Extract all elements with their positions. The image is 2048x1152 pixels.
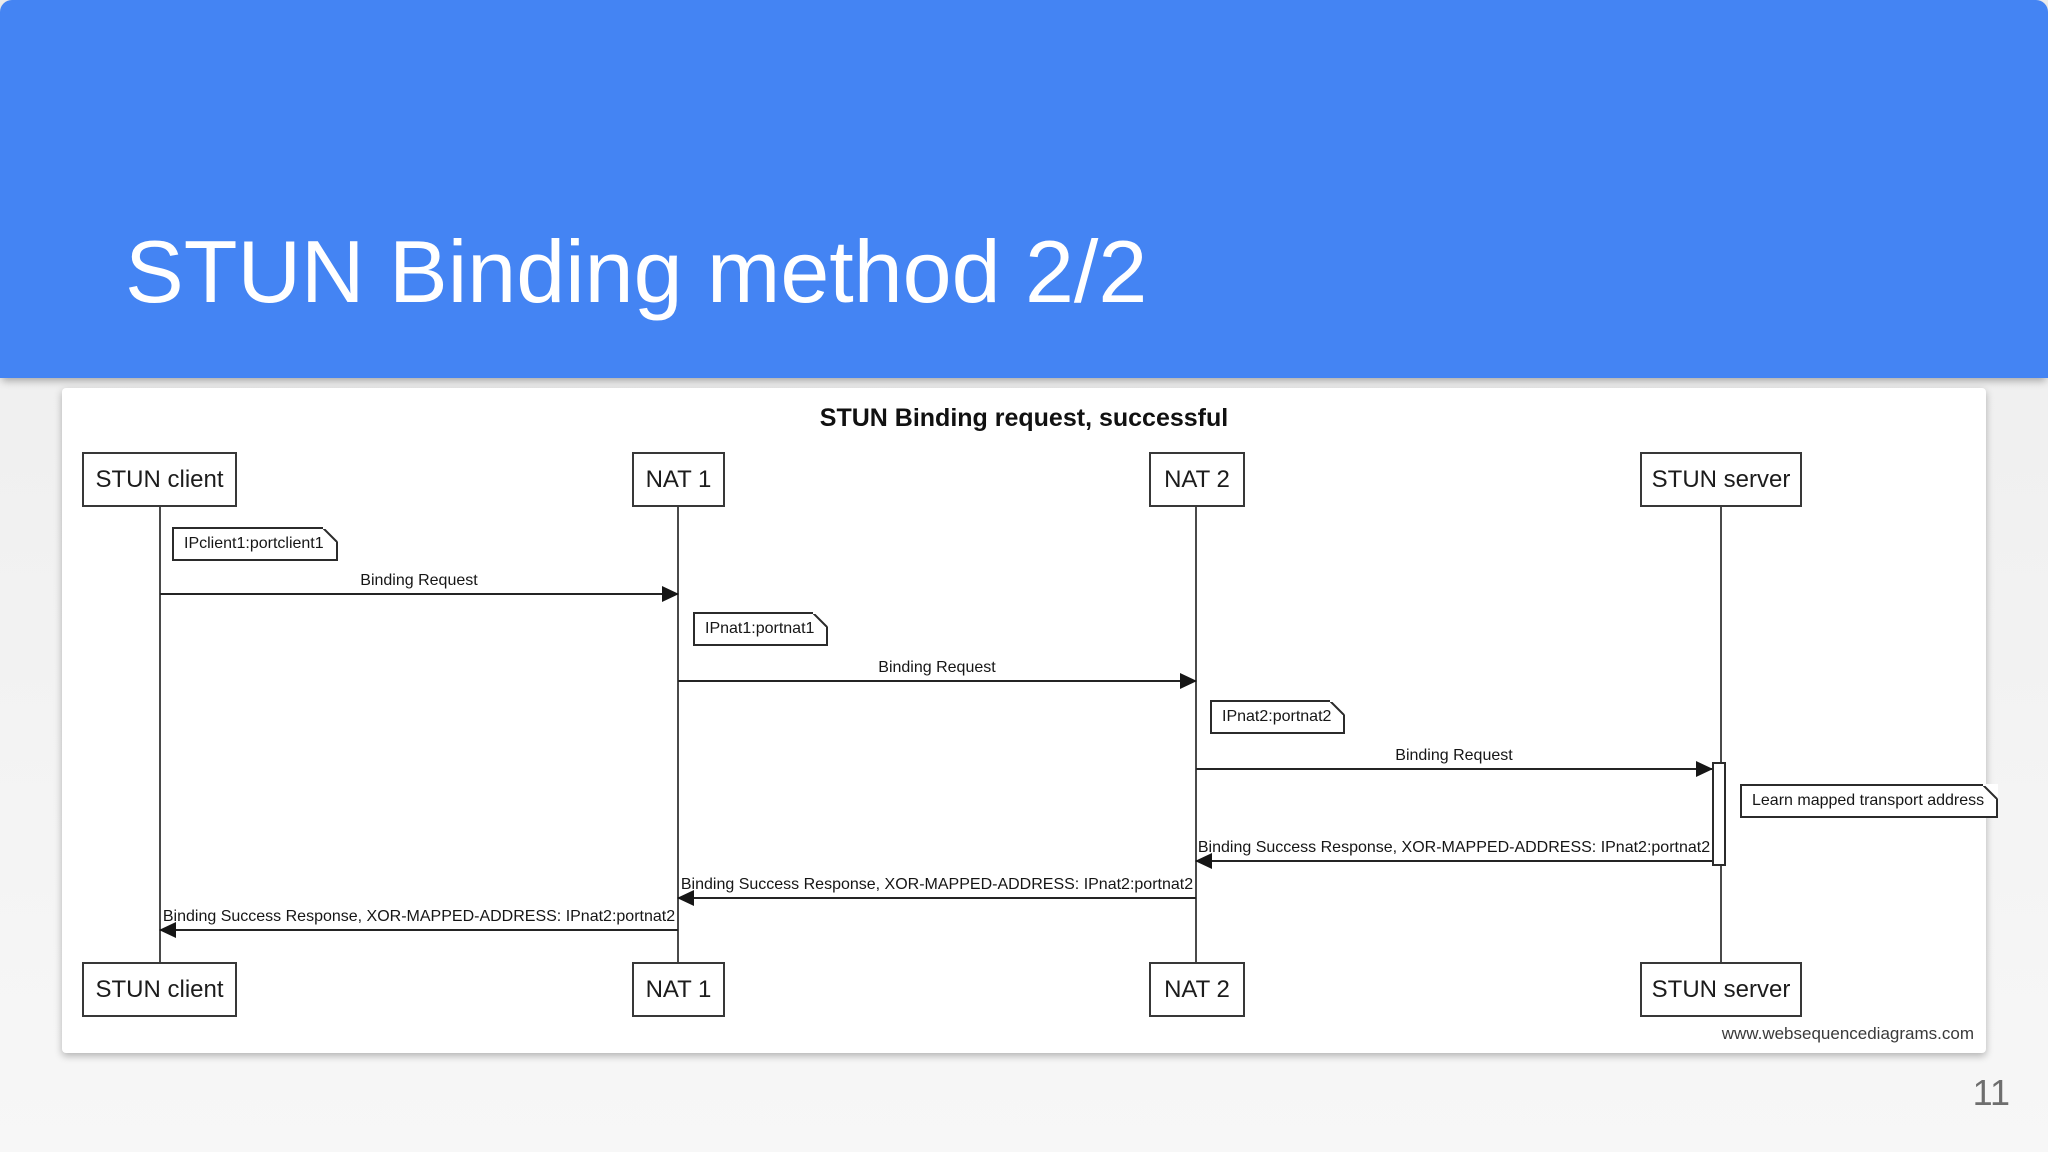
actor-label: NAT 1 [645, 465, 712, 493]
actor-label: NAT 2 [1164, 975, 1230, 1003]
slide-header: STUN Binding method 2/2 [0, 0, 2048, 378]
note-ipclient1: IPclient1:portclient1 [172, 527, 338, 561]
message-line [160, 586, 679, 602]
note-folded-corner-icon [1330, 700, 1346, 715]
lifeline-stun-client [159, 507, 161, 962]
actor-label: STUN server [1651, 975, 1791, 1003]
slide-title: STUN Binding method 2/2 [125, 221, 1148, 321]
note-ipnat2: IPnat2:portnat2 [1210, 700, 1346, 734]
arrowhead-left-icon [159, 922, 176, 938]
note-ipnat1: IPnat1:portnat1 [693, 612, 829, 646]
message-line [678, 673, 1197, 689]
message-label: Binding Request [1395, 747, 1513, 764]
sequence-diagram-panel: STUN Binding request, successful STUN cl… [62, 388, 1999, 1053]
page-number: 11 [1972, 1072, 2010, 1113]
message-line [1196, 761, 1713, 777]
arrowhead-left-icon [677, 890, 694, 906]
message-binding-request-2: Binding Request [678, 658, 1197, 689]
message-label: Binding Success Response, XOR-MAPPED-ADD… [162, 908, 676, 925]
arrowhead-right-icon [1696, 761, 1713, 777]
note-label: IPclient1:portclient1 [184, 535, 324, 552]
lifeline-stun-server [1720, 507, 1722, 962]
arrowhead-left-icon [1195, 853, 1212, 869]
message-line [677, 890, 1196, 906]
message-binding-request-3: Binding Request [1196, 746, 1713, 777]
note-label: IPnat1:portnat1 [705, 620, 815, 637]
actor-box-stun-client-bottom: STUN client [82, 962, 237, 1017]
message-label: Binding Success Response, XOR-MAPPED-ADD… [680, 876, 1194, 893]
actor-label: STUN client [95, 465, 224, 493]
message-label: Binding Success Response, XOR-MAPPED-ADD… [1197, 839, 1711, 856]
note-folded-corner-icon [813, 612, 829, 627]
actor-box-nat2-top: NAT 2 [1149, 452, 1245, 507]
message-binding-success-response-2: Binding Success Response, XOR-MAPPED-ADD… [677, 875, 1196, 906]
actor-box-stun-server-bottom: STUN server [1640, 962, 1802, 1017]
actor-box-nat2-bottom: NAT 2 [1149, 962, 1245, 1017]
arrowhead-right-icon [662, 586, 679, 602]
actor-label: STUN client [95, 975, 224, 1003]
note-label: Learn mapped transport address [1752, 792, 1985, 809]
message-label: Binding Request [878, 659, 996, 676]
message-binding-success-response-3: Binding Success Response, XOR-MAPPED-ADD… [159, 907, 678, 938]
actor-label: NAT 1 [645, 975, 712, 1003]
note-label: IPnat2:portnat2 [1222, 708, 1332, 725]
lifeline-nat1 [677, 507, 679, 962]
actor-box-stun-client-top: STUN client [82, 452, 237, 507]
actor-box-nat1-top: NAT 1 [632, 452, 725, 507]
actor-label: STUN server [1651, 465, 1791, 493]
arrowhead-right-icon [1180, 673, 1197, 689]
diagram-title: STUN Binding request, successful [819, 404, 1229, 432]
note-learn-mapped-transport-address: Learn mapped transport address [1740, 784, 1999, 818]
actor-box-nat1-bottom: NAT 1 [632, 962, 725, 1017]
message-binding-request-1: Binding Request [160, 571, 679, 602]
message-binding-success-response-1: Binding Success Response, XOR-MAPPED-ADD… [1195, 838, 1712, 869]
actor-box-stun-server-top: STUN server [1640, 452, 1802, 507]
message-line [1195, 853, 1712, 869]
activation-bar-stun-server [1712, 762, 1726, 866]
lifeline-nat2 [1195, 507, 1197, 962]
note-folded-corner-icon [322, 527, 338, 542]
message-line [159, 922, 678, 938]
watermark: www.websequencediagrams.com [1721, 1024, 1974, 1043]
note-folded-corner-icon [1983, 784, 1999, 799]
actor-label: NAT 2 [1164, 465, 1230, 493]
message-label: Binding Request [360, 572, 478, 589]
